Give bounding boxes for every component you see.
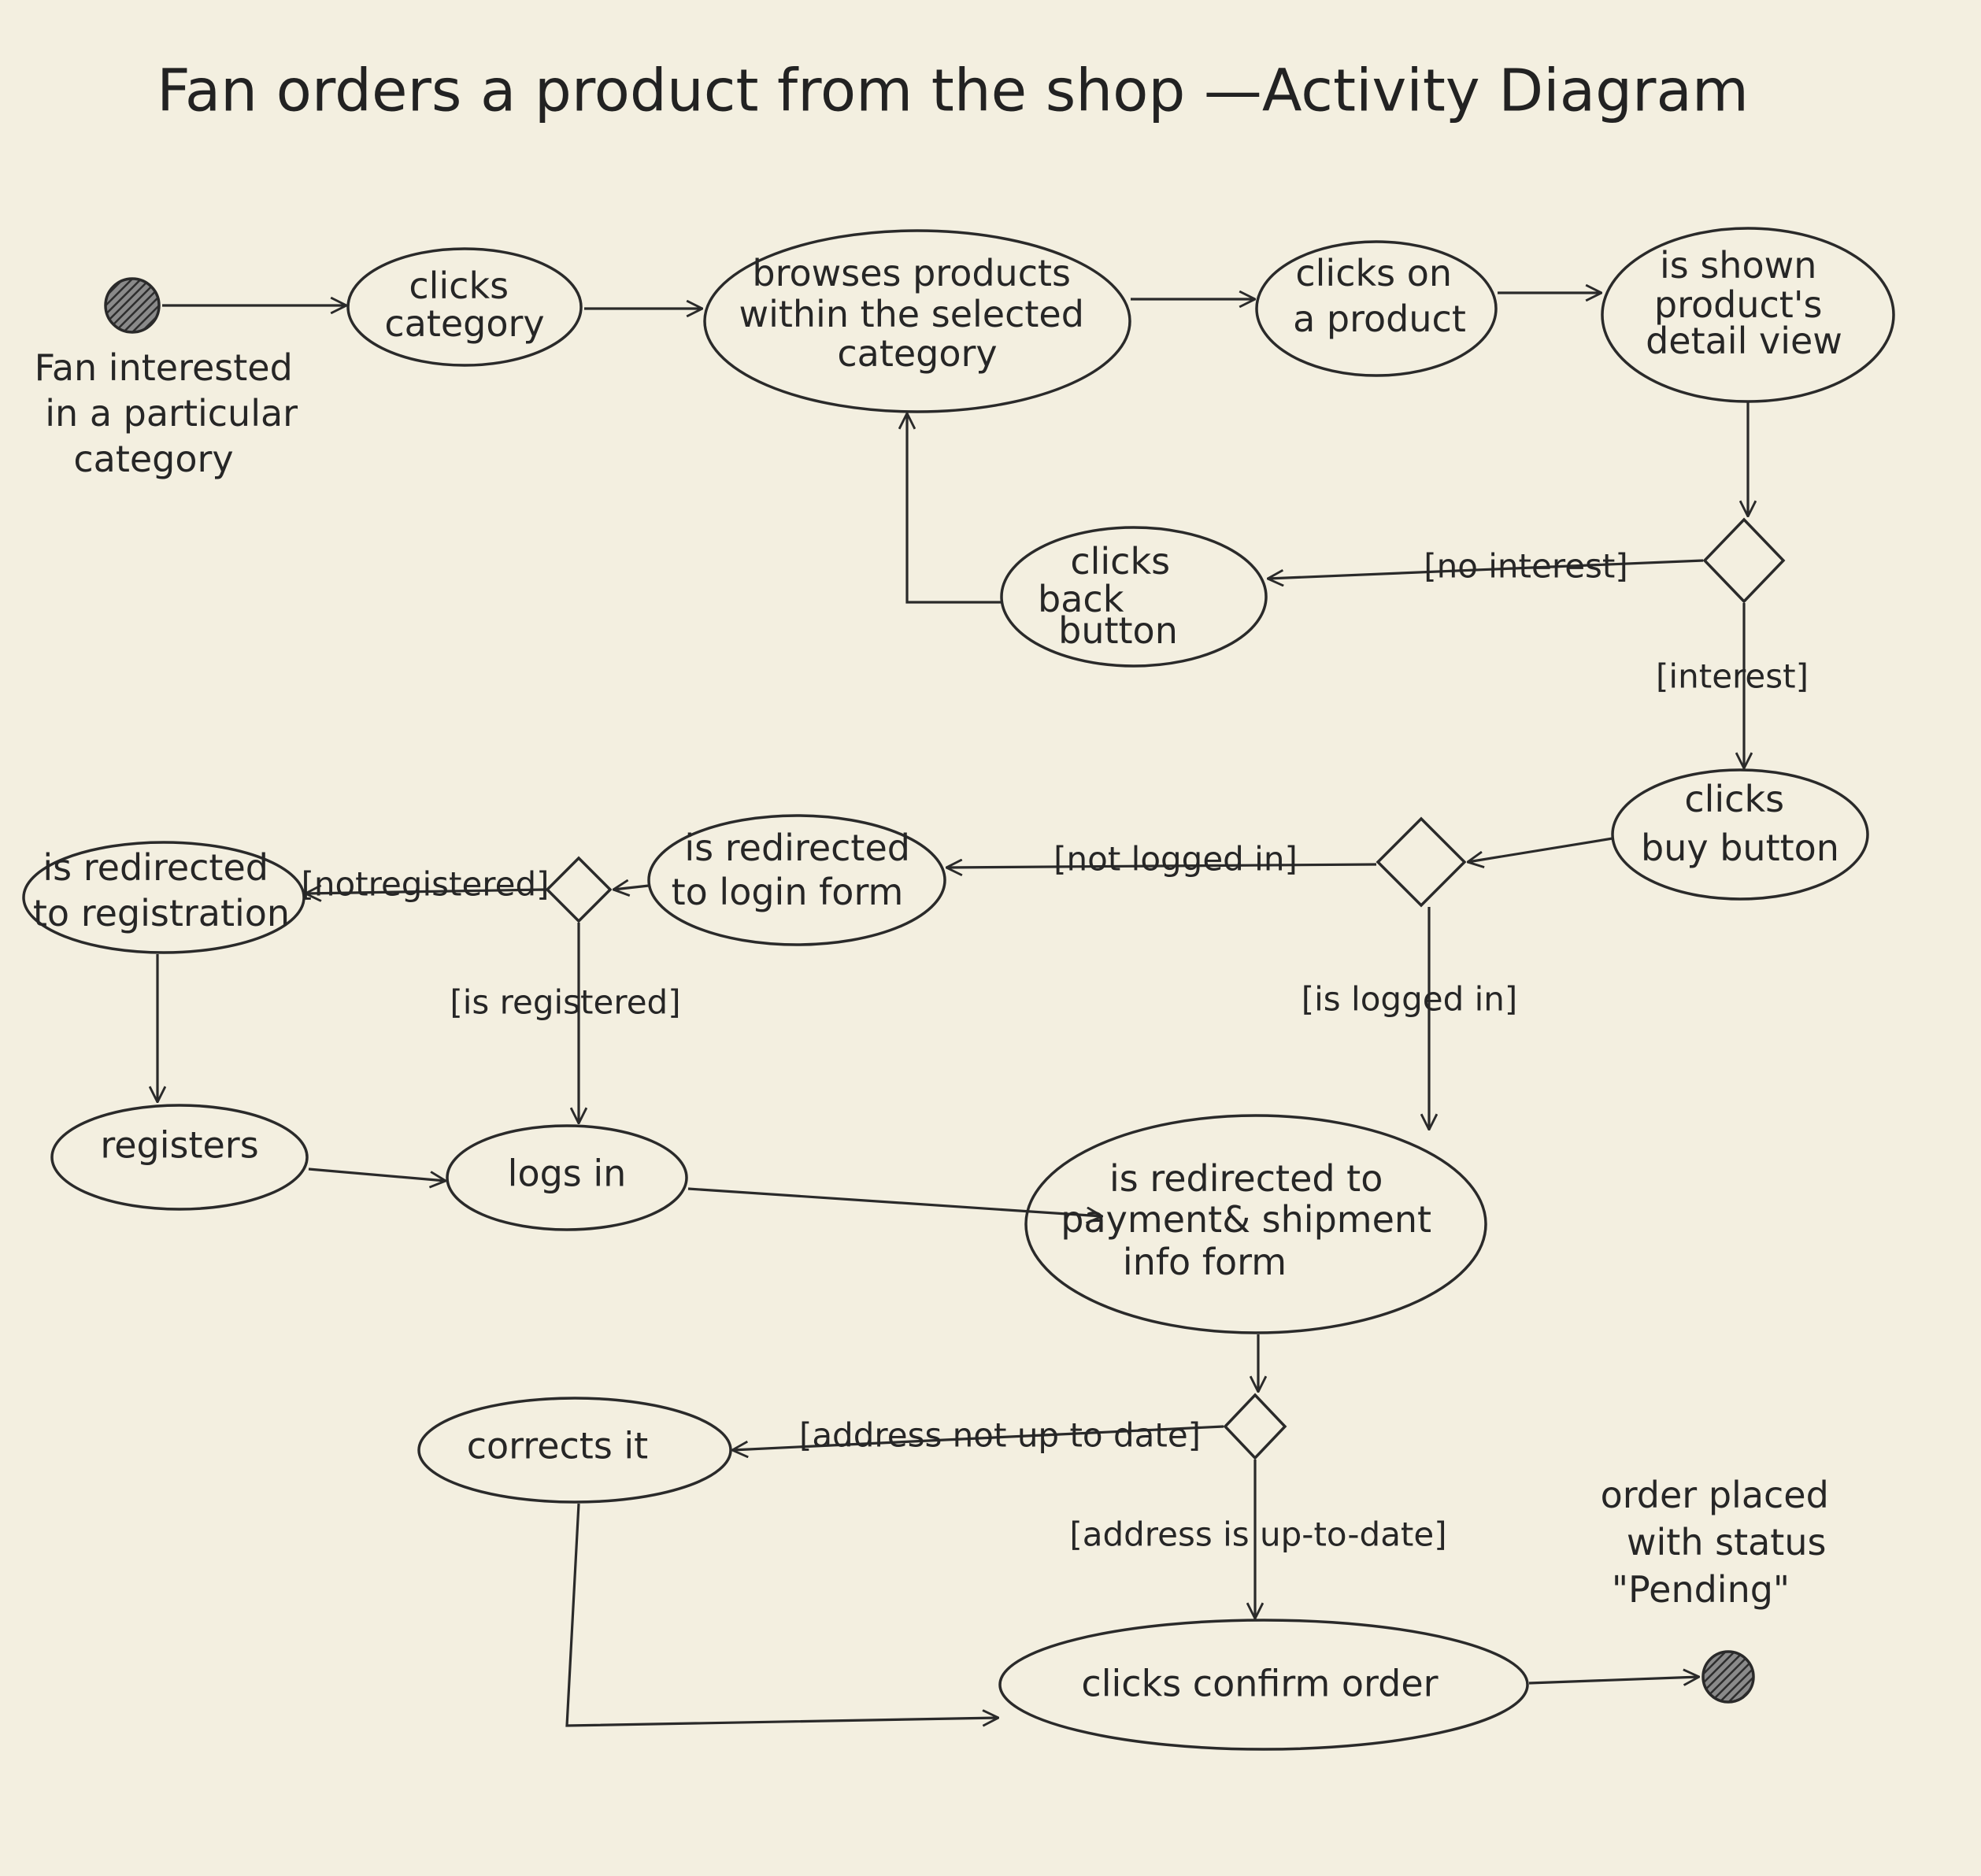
node-clicks-back-button [1000,526,1268,668]
label-registers: registers [100,1124,258,1167]
guard-no-interest: [no interest] [1424,547,1628,586]
end-label: order placed with status "Pending" [1601,1474,1841,1611]
edge-corrects-to-confirm [565,1503,998,1727]
node-browses-products [703,229,1131,413]
guard-not-logged-in: [not logged in] [1053,840,1298,879]
decision-logged-in [1376,816,1467,908]
guard-not-registered: [notregistered] [301,865,549,904]
decision-address [1223,1393,1287,1460]
guard-address-up-to-date: [address is up-to-date] [1069,1515,1446,1554]
node-payment-form [1024,1114,1487,1334]
edge-back-to-browse [907,413,1002,604]
node-clicks-category [346,247,583,367]
node-registers [50,1104,309,1211]
node-clicks-buy-button [1611,768,1869,901]
edge-address-not-up-to-date [732,1425,1224,1450]
guard-interest: [interest] [1656,657,1809,696]
node-corrects-it [417,1397,732,1504]
label-detail-view: is shown product's detail view [1646,244,1842,362]
label-redirected-registration: is redirected to registration [33,846,290,934]
initial-node [104,277,161,334]
edge-confirm-to-end [1528,1677,1699,1683]
node-redirected-login [647,814,946,946]
label-redirected-login: is redirected to login form [672,827,922,913]
start-label: Fan interested in a particular category [35,346,309,480]
node-redirected-registration [22,841,305,954]
decision-interest [1702,517,1786,604]
label-logs-in: logs in [508,1153,627,1195]
node-clicks-on-product [1255,240,1498,377]
edge-logs-in-to-payment [687,1187,1102,1216]
edge-login-to-decision [613,886,650,890]
label-payment-form: is redirected to payment& shipment info … [1061,1157,1442,1283]
edge-buy-to-decision [1468,837,1613,862]
label-clicks-confirm-order: clicks confirm order [1081,1663,1438,1705]
decision-registered [545,856,613,923]
label-corrects-it: corrects it [467,1425,648,1467]
guard-address-not-up-to-date: [address not up to date] [799,1416,1201,1455]
guard-is-logged-in: [is logged in] [1302,980,1518,1019]
label-clicks-buy-button: clicks buy button [1641,778,1839,869]
edge-not-logged-in [946,864,1377,868]
node-clicks-confirm-order [998,1619,1529,1751]
label-clicks-category: clicks category [384,265,544,345]
label-browses-products: browses products within the selected cat… [739,252,1095,375]
diagram-title: Fan orders a product from the shop —Acti… [157,57,1749,125]
label-clicks-back-button: clicks back button [1038,540,1182,652]
edge-not-registered [305,890,546,894]
final-node [1701,1650,1755,1704]
guard-is-registered: [is registered] [450,983,680,1022]
edge-registers-to-logs-in [308,1167,446,1181]
edge-no-interest [1268,559,1704,579]
label-clicks-on-product: clicks on a product [1293,252,1466,340]
